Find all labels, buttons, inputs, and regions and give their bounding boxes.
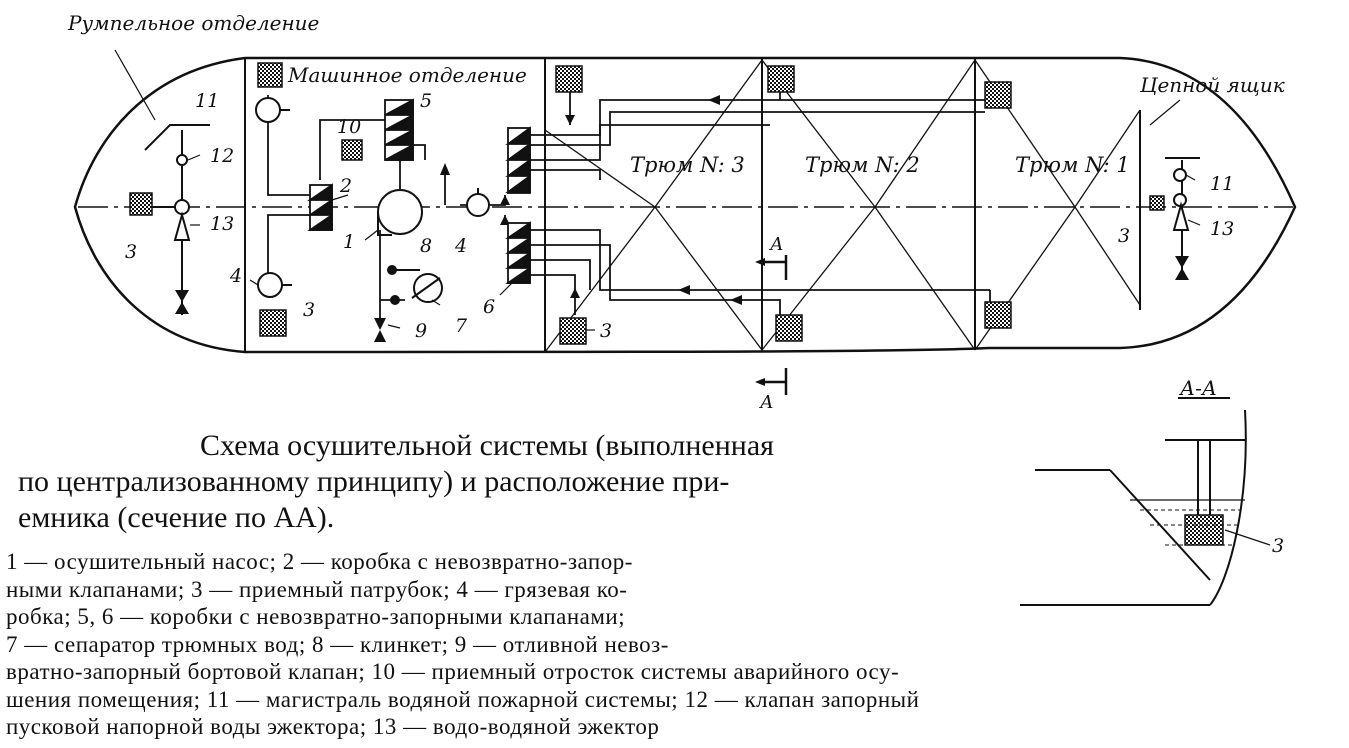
hull-outline (73, 56, 1297, 354)
ejector-fwd (1165, 157, 1200, 280)
num-13-aft: 13 (210, 213, 234, 235)
legend-line-5: вратно-запорный бортовой клапан; 10 — пр… (6, 659, 900, 684)
overboard-valves (175, 256, 1189, 342)
label-section-a-top: А (768, 234, 784, 255)
suction-box (984, 301, 1012, 329)
num-5: 5 (420, 90, 432, 112)
suction-boxes (129, 62, 1165, 345)
legend-line-4: 7 — сепаратор трюмных вод; 8 — клинкет; … (6, 631, 669, 657)
num-3-fwd: 3 (1118, 225, 1130, 247)
num-1: 1 (343, 231, 355, 253)
label-chain-locker: Цепной ящик (1139, 73, 1285, 97)
suction-box (1149, 195, 1165, 211)
legend-line-1: 1 — осушительный насос; 2 — коробка с не… (6, 549, 633, 574)
caption-line-1: Схема осушительной системы (выполненная (200, 429, 774, 462)
num-13-fwd: 13 (1210, 218, 1234, 240)
valve-chests (307, 98, 531, 284)
section-markers (765, 255, 788, 395)
num-2: 2 (339, 175, 352, 197)
hatch-diagonals (544, 59, 1141, 353)
ejector-aft (144, 124, 210, 315)
num-4-aft: 4 (229, 265, 242, 287)
label-section-a-bottom: А (758, 392, 774, 413)
figure-caption: Схема осушительной системы (выполненная … (18, 428, 980, 536)
num-3-section: 3 (1272, 535, 1284, 557)
num-11-fwd: 11 (1210, 173, 1234, 195)
suction-box (767, 65, 795, 93)
num-10: 10 (337, 116, 361, 138)
num-9: 9 (415, 320, 427, 342)
num-6: 6 (483, 296, 495, 318)
suction-box (257, 62, 283, 88)
drainage-pipes (267, 90, 996, 320)
suction-box (775, 314, 803, 342)
suction-box (555, 65, 583, 93)
bilge-pump (377, 189, 423, 236)
legend-line-7: пусковой напорной воды эжектора; 13 — во… (6, 714, 660, 739)
label-section-aa: А-А (1178, 376, 1217, 400)
num-8: 8 (420, 235, 432, 257)
section-aa-inset (1020, 397, 1271, 606)
suction-box (984, 81, 1012, 109)
suction-box (129, 192, 153, 216)
num-12-aft: 12 (210, 145, 234, 167)
legend-line-6: шения помещения; 11 — магистраль водяной… (6, 686, 920, 712)
num-3-aft: 3 (125, 241, 137, 263)
label-rudder-room: Румпельное отделение (67, 11, 319, 35)
caption-line-3: емника (сечение по АА). (18, 501, 335, 534)
suction-box (341, 139, 363, 161)
label-hold3: Трюм N: 3 (630, 153, 745, 177)
num-3-engine: 3 (303, 299, 315, 321)
separator (387, 265, 443, 305)
num-3-hold3: 3 (600, 320, 612, 342)
suction-box (559, 317, 587, 345)
label-hold2: Трюм N: 2 (805, 153, 920, 177)
legend-line-3: робка; 5, 6 — коробки с невозвратно-запо… (6, 604, 626, 629)
legend: 1 — осушительный насос; 2 — коробка с не… (6, 548, 1346, 741)
leader-lines (114, 49, 1201, 331)
label-engine-room: Машинное отделение (287, 63, 527, 87)
mud-boxes (255, 97, 490, 298)
caption-line-2: по централизованному принципу) и располо… (18, 465, 730, 498)
num-7: 7 (455, 315, 468, 337)
suction-box (259, 309, 287, 337)
label-hold1: Трюм N: 1 (1015, 153, 1130, 177)
num-4-engine: 4 (454, 235, 467, 257)
num-11-aft: 11 (195, 90, 219, 112)
legend-line-2: ными клапанами; 3 — приемный патрубок; 4… (6, 576, 628, 602)
